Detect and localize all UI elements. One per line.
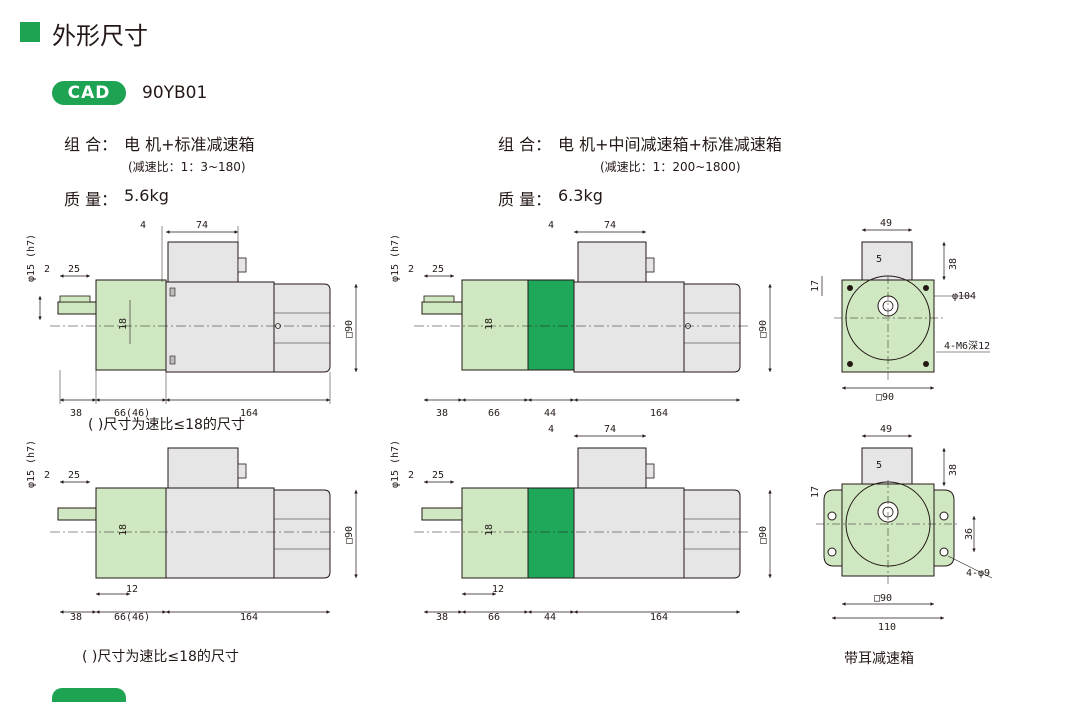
dim-18-d: 18 [118, 524, 129, 536]
dim-104: φ104 [952, 291, 976, 302]
dim-49: 49 [880, 218, 892, 229]
dim-4: 4 [140, 220, 146, 231]
dim-164: 164 [240, 408, 258, 419]
side-view-intermediate: 38 66 44 164 74 4 25 2 18 □90 φ15 (h7) [390, 220, 772, 419]
side-view-standard-ear: 38 66(46) 164 12 25 2 18 □90 φ15 (h7) [26, 440, 358, 623]
dim-90-e: □90 [758, 526, 769, 544]
dim-18: 18 [118, 318, 129, 330]
dim-74: 74 [196, 220, 208, 231]
dim-74-b: 74 [604, 220, 616, 231]
dim-38-e: 38 [436, 612, 448, 623]
ear-gearbox-caption: 带耳减速箱 [844, 651, 914, 667]
dim-17-f: 17 [810, 486, 821, 498]
left-combo-value: 电 机+标准减速箱 [124, 135, 255, 154]
right-mass-value: 6.3kg [558, 186, 603, 205]
dim-4-b: 4 [548, 220, 554, 231]
dim-25-d: 25 [68, 470, 80, 481]
dim-164-d: 164 [240, 612, 258, 623]
dim-2-b: 2 [408, 264, 414, 275]
section-title-marker [20, 22, 40, 42]
left-mass-label: 质 量： [64, 190, 118, 209]
dim-25-b: 25 [432, 264, 444, 275]
left-mass-value: 5.6kg [124, 186, 169, 205]
dim-38-d: 38 [70, 612, 82, 623]
dim-4-e: 4 [548, 424, 554, 435]
dim-2-d: 2 [44, 470, 50, 481]
dim-2: 2 [44, 264, 50, 275]
dim-shaft-dia-d: φ15 [26, 470, 37, 488]
dim-m6: 4-M6深12 [944, 340, 990, 352]
dim-38: 38 [70, 408, 82, 419]
dim-shaft-dia: φ15 [26, 264, 37, 282]
dim-90: □90 [344, 320, 355, 338]
dim-38-f: 38 [948, 464, 959, 476]
ratio-note-1: ( )尺寸为速比≤18的尺寸 [88, 417, 245, 433]
dim-sq90: □90 [876, 392, 894, 403]
model-number: 90YB01 [142, 83, 208, 103]
dim-12: 12 [126, 584, 138, 595]
dim-shaft-fit: (h7) [26, 234, 37, 258]
dim-44-e: 44 [544, 612, 556, 623]
right-combo-value: 电 机+中间减速箱+标准减速箱 [558, 135, 782, 154]
dim-shaft-fit-d: (h7) [26, 440, 37, 464]
dim-12-e: 12 [492, 584, 504, 595]
cad-badge[interactable]: CAD [52, 81, 126, 105]
dim-shaft-fit-b: (h7) [390, 234, 401, 258]
front-view-standard: 49 5 φ104 4-M6深12 □90 38 17 [810, 218, 990, 403]
dim-25: 25 [68, 264, 80, 275]
dim-164-e: 164 [650, 612, 668, 623]
dim-36: 36 [964, 528, 975, 540]
dim-44: 44 [544, 408, 556, 419]
right-combo-label: 组 合： [498, 135, 552, 154]
dim-164-b: 164 [650, 408, 668, 419]
dim-shaft-fit-e: (h7) [390, 440, 401, 464]
dim-18-b: 18 [484, 318, 495, 330]
dim-49-f: 49 [880, 424, 892, 435]
dim-sq90-f: □90 [874, 593, 892, 604]
dim-shaft-dia-e: φ15 [390, 470, 401, 488]
dim-17: 17 [810, 280, 821, 292]
dim-110: 110 [878, 622, 896, 633]
dim-5-f: 5 [876, 460, 882, 471]
dim-66-46-b: 66(46) [114, 612, 150, 623]
dim-38-b: 38 [436, 408, 448, 419]
dim-38-c: 38 [948, 258, 959, 270]
dim-90-b: □90 [758, 320, 769, 338]
dim-25-e: 25 [432, 470, 444, 481]
right-mass-label: 质 量： [498, 190, 552, 209]
ratio-note-2: ( )尺寸为速比≤18的尺寸 [82, 649, 239, 665]
dim-66: 66 [488, 408, 500, 419]
side-view-standard: 38 66(46) 164 74 4 25 2 18 □90 φ15 (h7) [26, 220, 358, 419]
dim-90-d: □90 [344, 526, 355, 544]
dim-shaft-dia-b: φ15 [390, 264, 401, 282]
dim-5: 5 [876, 254, 882, 265]
section-title: 外形尺寸 [52, 22, 148, 50]
dim-18-e: 18 [484, 524, 495, 536]
left-ratio: (减速比：1：3~180) [128, 160, 246, 174]
side-view-intermediate-ear: 38 66 44 164 12 74 4 25 2 18 □90 φ15 (h7… [390, 424, 772, 623]
dim-66-46: 66(46) [114, 408, 150, 419]
dim-d9: 4-φ9 [966, 568, 990, 579]
next-cad-badge[interactable] [52, 688, 126, 702]
front-view-ear: 49 5 □90 110 4-φ9 38 36 17 [810, 424, 993, 633]
dim-2-e: 2 [408, 470, 414, 481]
dim-74-e: 74 [604, 424, 616, 435]
dim-66-e: 66 [488, 612, 500, 623]
left-combo-label: 组 合： [64, 135, 118, 154]
right-ratio: (减速比：1：200~1800) [600, 160, 741, 174]
